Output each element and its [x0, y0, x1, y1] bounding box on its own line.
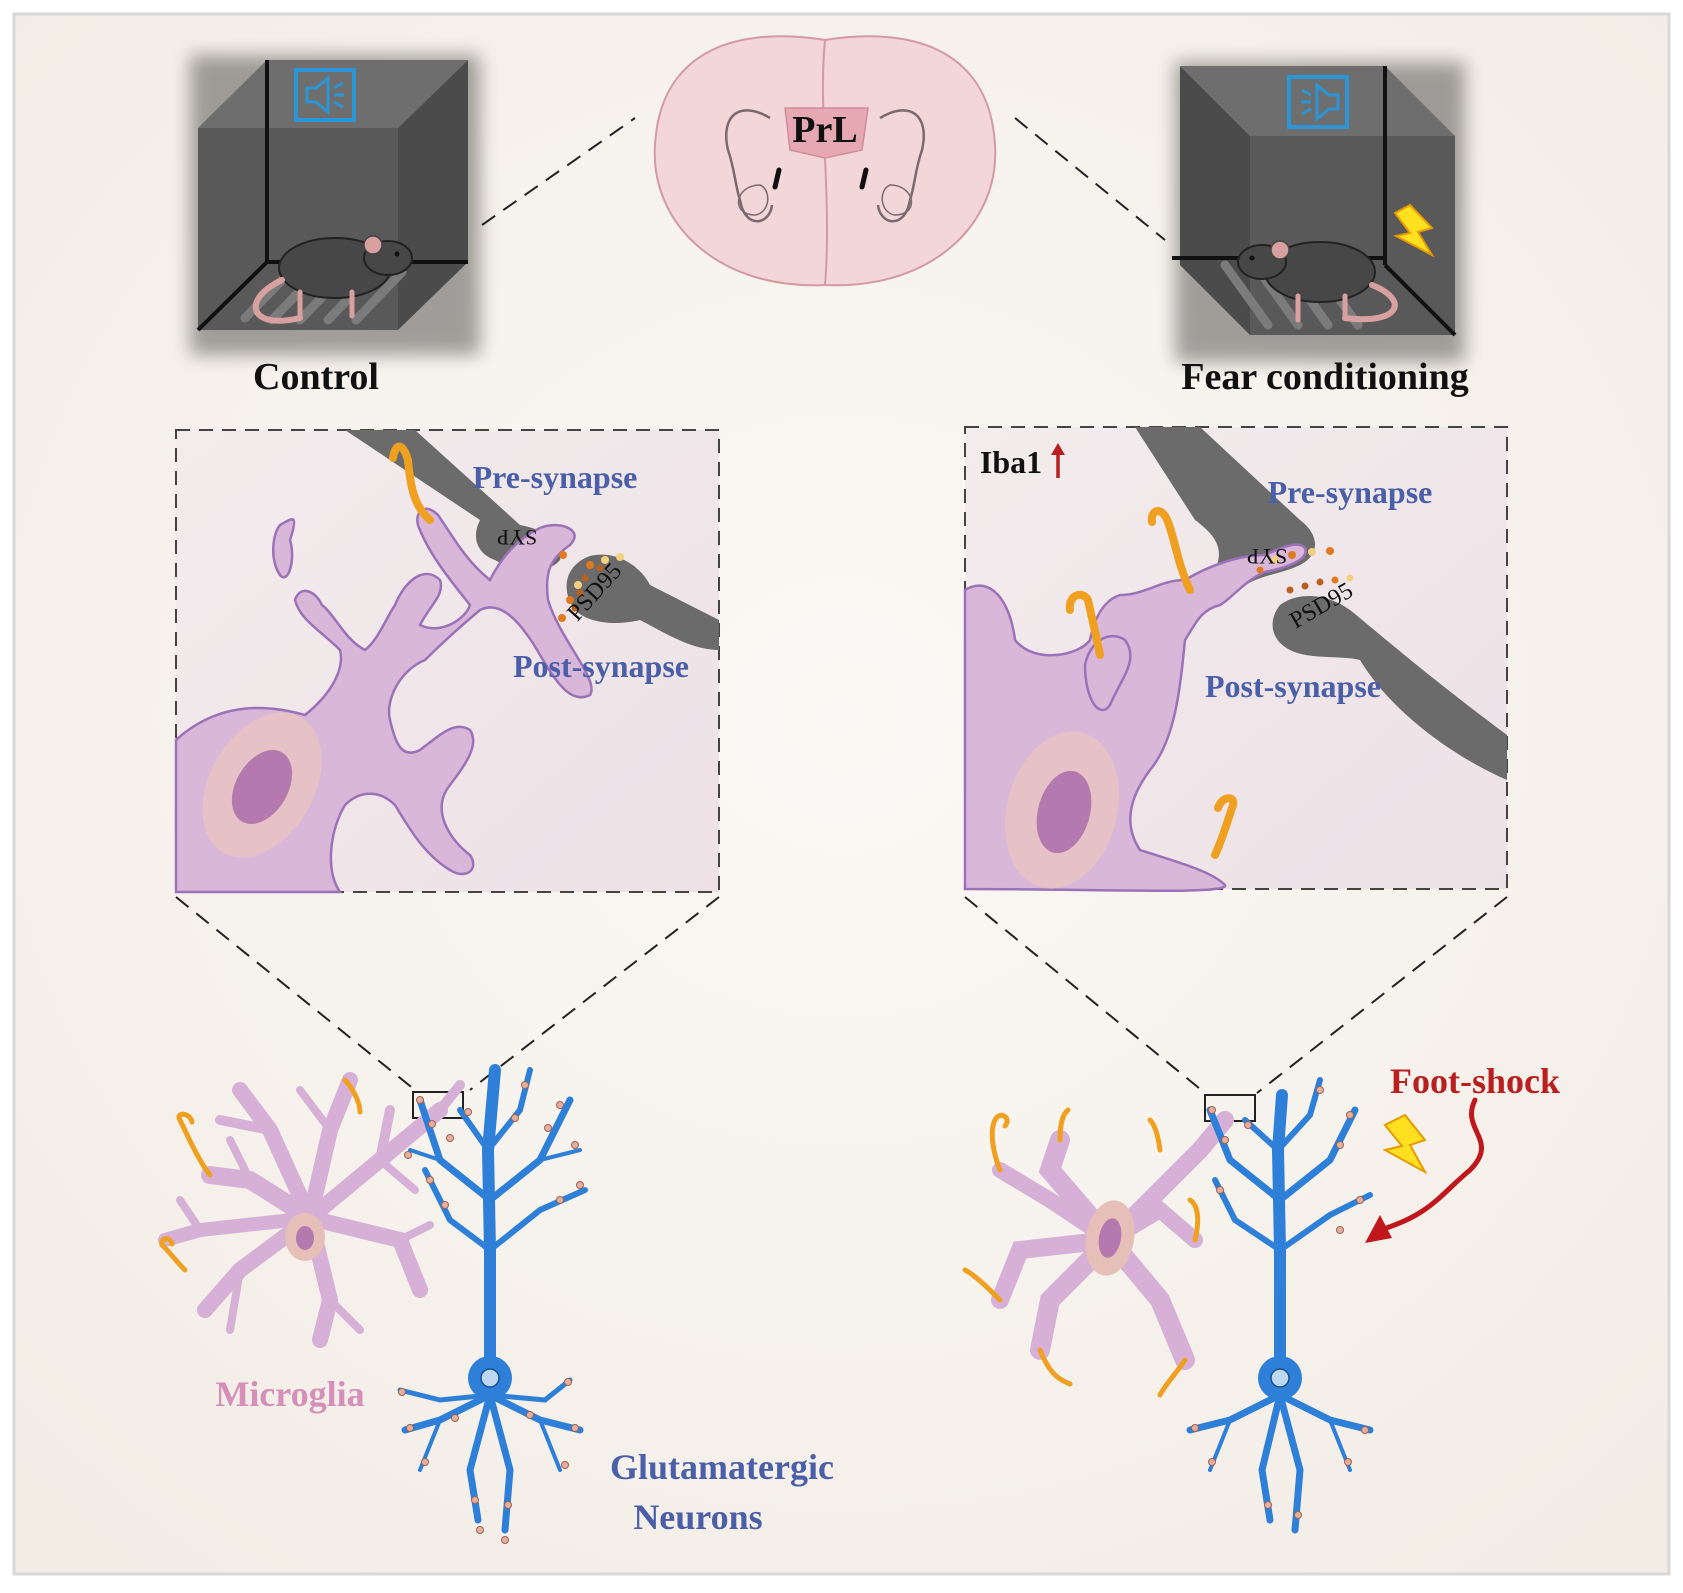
post-synapse-label-fear: Post-synapse: [1205, 668, 1381, 704]
pre-synapse-label-control: Pre-synapse: [473, 459, 638, 495]
syp-label-fear: SYP: [1247, 544, 1287, 569]
fear-chamber: [1172, 62, 1465, 362]
speaker-icon: [294, 68, 356, 122]
foot-shock-label: Foot-shock: [1390, 1061, 1560, 1101]
zoom-panel-control: [174, 429, 720, 894]
neuron-label-line1: Glutamatergic: [610, 1447, 834, 1487]
microglia-control: [158, 1072, 465, 1348]
condition-label-fear: Fear conditioning: [1181, 356, 1469, 398]
neuron-fear: [1186, 1077, 1374, 1534]
neuron-label-line2: Neurons: [633, 1497, 762, 1537]
brain-section: [653, 35, 997, 287]
zoom-connectors: [175, 896, 1508, 1094]
neuron-control: [397, 1064, 588, 1544]
syp-label-control: SYP: [497, 525, 537, 550]
zoom-panel-fear: [963, 426, 1508, 893]
lightning-bolt-icon: [1382, 1113, 1428, 1175]
condition-label-control: Control: [253, 356, 379, 398]
speaker-icon: [1287, 75, 1349, 129]
iba1-label: Iba1: [980, 444, 1042, 480]
up-arrow-icon: [1051, 443, 1065, 478]
mouse-icon: [252, 235, 413, 324]
post-synapse-label-control: Post-synapse: [513, 648, 689, 684]
shock-arrow: [1365, 1097, 1484, 1243]
prl-region: [784, 107, 869, 159]
lightning-bolt-icon: [1393, 203, 1435, 258]
mouse-icon: [1237, 240, 1398, 323]
brain-region-label: PrL: [792, 109, 857, 151]
brain-chamber-connectors: [481, 117, 1166, 241]
control-chamber: [190, 55, 480, 355]
microglia-label: Microglia: [215, 1374, 364, 1414]
pre-synapse-label-fear: Pre-synapse: [1268, 474, 1433, 510]
